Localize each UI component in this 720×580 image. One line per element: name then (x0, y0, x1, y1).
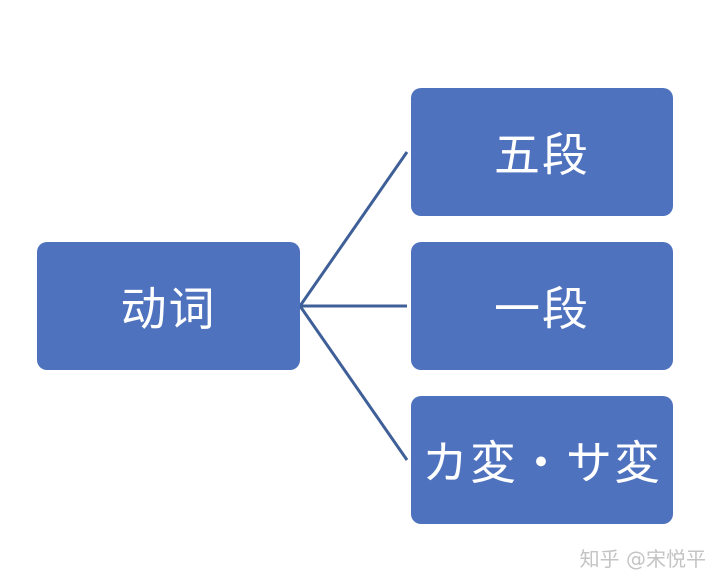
node-root-label: 动词 (120, 282, 217, 336)
watermark: 知乎 @宋悦平 (579, 547, 706, 571)
node-child-godan: 五段 (411, 88, 673, 216)
connector-root-to-irregular (298, 305, 409, 461)
node-child-ichidan: 一段 (411, 242, 673, 370)
node-child-irregular-label: カ変・サ変 (422, 436, 662, 490)
node-child-irregular: カ変・サ変 (411, 396, 673, 524)
node-root: 动词 (37, 242, 300, 370)
node-child-godan-label: 五段 (494, 128, 590, 182)
connector-root-to-godan (298, 151, 409, 307)
node-child-ichidan-label: 一段 (494, 282, 590, 336)
